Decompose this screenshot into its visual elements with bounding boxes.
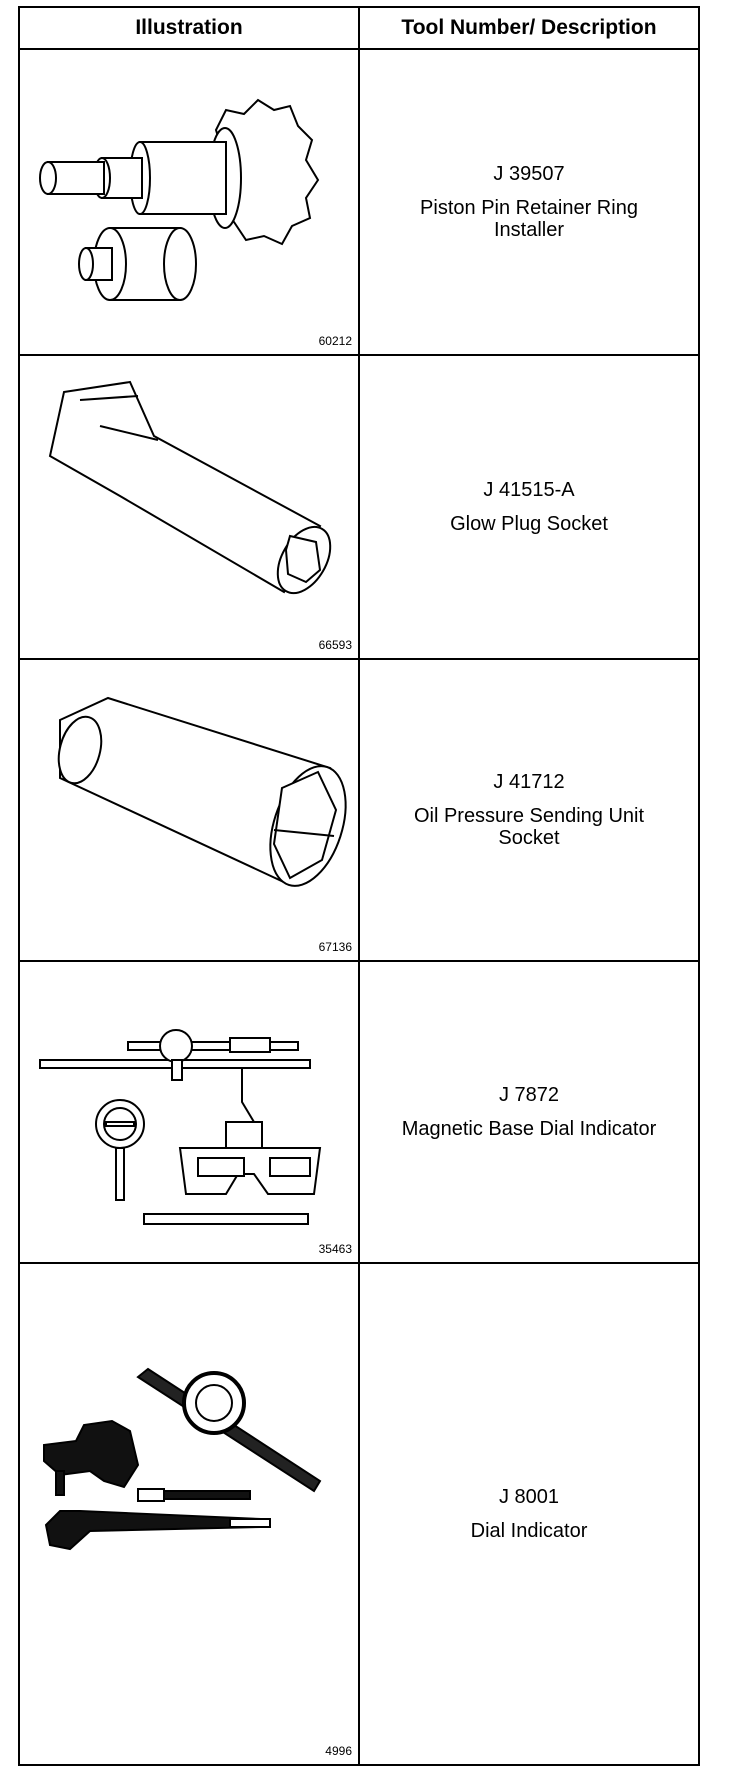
illustration-cell: 60212 xyxy=(20,50,360,354)
table-row: 60212 J 39507 Piston Pin Retainer Ring I… xyxy=(20,50,698,356)
tool-description: J 41712 Oil Pressure Sending Unit Socket xyxy=(360,660,698,960)
tool-number: J 41712 xyxy=(493,771,565,793)
figure-number: 66593 xyxy=(318,638,352,652)
tool-description: J 8001 Dial Indicator xyxy=(360,1264,698,1764)
table-row: 67136 J 41712 Oil Pressure Sending Unit … xyxy=(20,660,698,962)
tool-name-line: Installer xyxy=(493,219,565,241)
figure-number: 4996 xyxy=(325,1744,352,1758)
header-illustration: Illustration xyxy=(20,8,360,50)
tool-number: J 7872 xyxy=(498,1084,560,1106)
tool-description: J 39507 Piston Pin Retainer Ring Install… xyxy=(360,50,698,354)
tool-name-line: Socket xyxy=(498,827,560,849)
tool-name-line: Glow Plug Socket xyxy=(450,513,608,535)
figure-number: 67136 xyxy=(318,940,352,954)
tool-table: Illustration Tool Number/ Description 60… xyxy=(18,6,700,1766)
dial-indicator-icon xyxy=(43,1367,322,1551)
illustration-cell: 67136 xyxy=(20,660,360,960)
illustration-cell: 35463 xyxy=(20,962,360,1262)
oil-pressure-socket-icon xyxy=(57,696,347,887)
tool-description: J 41515-A Glow Plug Socket xyxy=(360,356,698,658)
table-row: 35463 J 7872 Magnetic Base Dial Indicato… xyxy=(20,962,698,1264)
tool-description: J 7872 Magnetic Base Dial Indicator xyxy=(360,962,698,1262)
header-description: Tool Number/ Description xyxy=(360,8,698,50)
magnetic-base-dial-indicator-icon xyxy=(39,1029,322,1225)
tool-name-line: Oil Pressure Sending Unit xyxy=(413,805,645,827)
piston-pin-installer-icon xyxy=(39,98,320,301)
illustration-cell: 4996 xyxy=(20,1264,360,1764)
figure-number: 35463 xyxy=(318,1242,352,1256)
tool-number: J 39507 xyxy=(493,163,565,185)
tool-number: J 8001 xyxy=(498,1486,560,1508)
table-row: 66593 J 41515-A Glow Plug Socket xyxy=(20,356,698,660)
tool-name-line: Dial Indicator xyxy=(470,1520,588,1542)
tool-number: J 41515-A xyxy=(483,479,575,501)
illustration-cell: 66593 xyxy=(20,356,360,658)
glow-plug-socket-icon xyxy=(48,380,332,595)
figure-number: 60212 xyxy=(318,334,352,348)
table-row: 4996 J 8001 Dial Indicator xyxy=(20,1264,698,1764)
tool-name-line: Piston Pin Retainer Ring xyxy=(420,197,638,219)
tool-name-line: Magnetic Base Dial Indicator xyxy=(401,1118,657,1140)
